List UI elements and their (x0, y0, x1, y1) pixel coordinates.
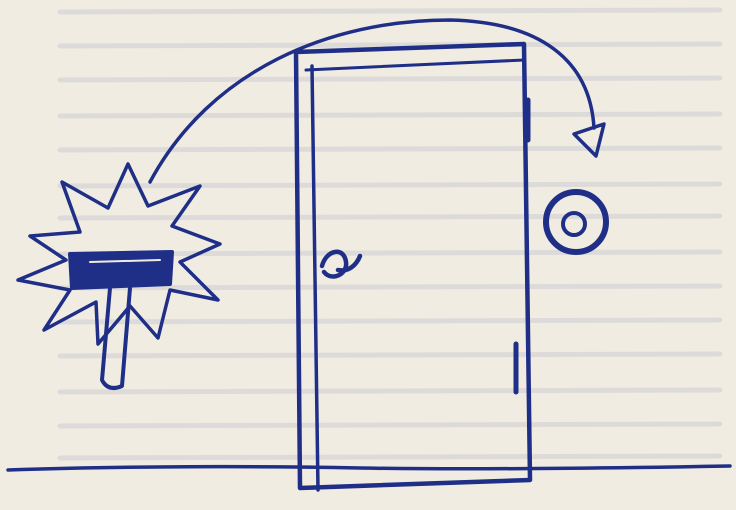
hammer-head (70, 252, 172, 288)
